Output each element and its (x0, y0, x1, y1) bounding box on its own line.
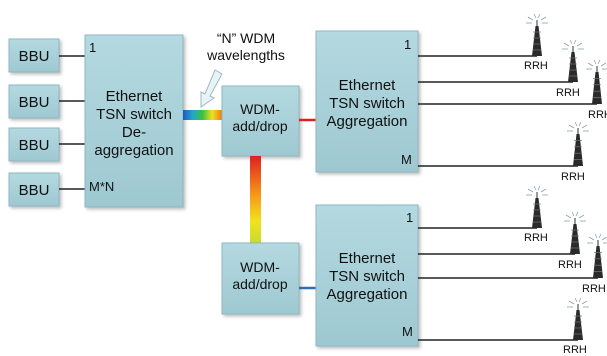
switch-label-line: TSN switch (96, 106, 172, 123)
antenna-tower-icon (526, 185, 548, 228)
rrh-label: RRH (558, 259, 582, 271)
antenna-tower-icon (586, 59, 607, 104)
switch-label-line: Aggregation (327, 113, 408, 130)
wdm-label-line: WDM- (240, 101, 280, 117)
bbu-label: BBU (19, 182, 50, 199)
switch-label-line: TSN switch (329, 95, 405, 112)
rrh-label: RRH (563, 344, 587, 356)
antenna-tower-icon (526, 13, 548, 56)
rrh-label: RRH (588, 109, 607, 121)
wdm-add-drop-upper: WDM- add/drop (221, 85, 300, 157)
bbu-links (59, 55, 85, 190)
antenna-tower-icon (564, 211, 586, 254)
deaggregation-switch: 1 M*N Ethernet TSN switch De- aggregatio… (84, 34, 184, 208)
pointer-arrow-icon (200, 69, 223, 108)
port-label-last: M (401, 152, 412, 167)
rrh-links (418, 55, 598, 341)
port-label-first: 1 (89, 40, 96, 55)
rrh-label: RRH (524, 60, 548, 72)
antenna-tower-icon (567, 121, 589, 166)
port-label-last: M*N (89, 179, 114, 194)
port-label-first: 1 (406, 210, 413, 225)
rrh-label: RRH (561, 171, 585, 183)
wavelength-note-line: wavelengths (206, 47, 285, 63)
switch-label-line: Aggregation (327, 286, 408, 303)
aggregation-switch-upper: 1 M Ethernet TSN switch Aggregation (315, 30, 419, 173)
rrh-label: RRH (524, 232, 548, 244)
antenna-tower-icon (567, 297, 589, 340)
bbu-1: BBU (8, 38, 60, 73)
wavelength-note-line: “N” WDM (217, 30, 275, 46)
switch-label-line: Ethernet (106, 88, 164, 105)
wdm-vertical-link (250, 156, 261, 243)
antenna-tower-icon (587, 233, 607, 278)
switch-label-line: TSN switch (329, 268, 405, 285)
bbu-label: BBU (19, 94, 50, 111)
aggregation-switch-lower: 1 M Ethernet TSN switch Aggregation (315, 204, 419, 347)
bbu-label: BBU (19, 48, 50, 65)
switch-label-line: Ethernet (339, 250, 397, 267)
rrh-label: RRH (582, 283, 606, 295)
switch-label-line: Ethernet (339, 77, 397, 94)
bbu-label: BBU (19, 137, 50, 154)
port-label-first: 1 (404, 37, 411, 52)
wdm-wavelength-link (183, 110, 222, 120)
bbu-4: BBU (8, 172, 60, 207)
wdm-label-line: WDM- (240, 259, 280, 275)
antenna-tower-icon (562, 39, 584, 82)
switch-label-line: aggregation (94, 142, 173, 159)
wdm-add-drop-lower: WDM- add/drop (221, 242, 300, 315)
bbu-3: BBU (8, 127, 60, 162)
wdm-label-line: add/drop (232, 276, 287, 292)
wdm-label-line: add/drop (232, 118, 287, 134)
rrh-label: RRH (556, 87, 580, 99)
rrh-towers: RRHRRHRRHRRHRRHRRHRRHRRH (524, 13, 607, 356)
port-label-last: M (402, 324, 413, 339)
bbu-2: BBU (8, 84, 60, 119)
wavelength-note: “N” WDM wavelengths (200, 30, 285, 108)
switch-label-line: De- (122, 124, 146, 141)
